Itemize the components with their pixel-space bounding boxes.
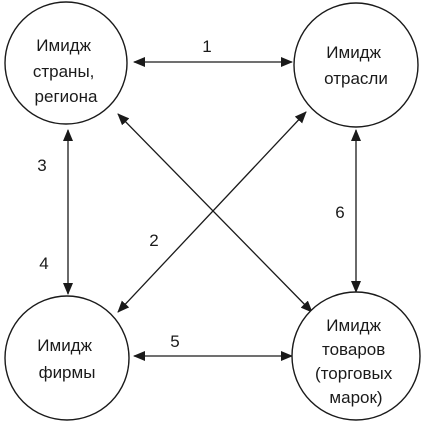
node-firm-image: Имидж фирмы xyxy=(4,295,130,421)
node-country-label: Имидж страны, региона xyxy=(33,36,99,106)
node-industry-image: Имидж отрасли xyxy=(293,2,419,128)
node-country-line-2: страны, xyxy=(33,62,95,81)
node-firm-circle xyxy=(4,295,130,421)
edge-label-4: 4 xyxy=(39,254,48,273)
node-firm-line-2: фирмы xyxy=(39,363,96,382)
node-goods-line-1: Имидж xyxy=(326,316,381,335)
node-industry-label: Имидж отрасли xyxy=(324,43,388,88)
node-goods-image: Имидж товаров (торговых марок) xyxy=(291,291,421,421)
node-industry-circle xyxy=(293,2,419,128)
edge-label-1: 1 xyxy=(202,37,211,56)
node-country-circle xyxy=(4,1,128,125)
edge-label-6: 6 xyxy=(335,203,344,222)
edge-country-goods xyxy=(117,113,313,313)
node-goods-line-3: (торговых xyxy=(315,364,393,383)
node-goods-line-2: товаров xyxy=(322,340,385,359)
edge-label-3: 3 xyxy=(37,156,46,175)
node-firm-line-1: Имидж xyxy=(37,336,92,355)
node-country-line-1: Имидж xyxy=(36,36,91,55)
edge-industry-firm xyxy=(117,111,307,313)
edge-label-5: 5 xyxy=(170,332,179,351)
node-goods-line-4: марок) xyxy=(329,388,382,407)
edge-label-2: 2 xyxy=(149,231,158,250)
node-industry-line-1: Имидж xyxy=(326,43,381,62)
node-industry-line-2: отрасли xyxy=(324,69,388,88)
node-goods-circle xyxy=(291,291,421,421)
node-goods-label: Имидж товаров (торговых марок) xyxy=(315,316,397,407)
node-firm-label: Имидж фирмы xyxy=(37,336,96,382)
node-country-line-3: региона xyxy=(35,87,98,106)
node-country-image: Имидж страны, региона xyxy=(4,1,128,125)
